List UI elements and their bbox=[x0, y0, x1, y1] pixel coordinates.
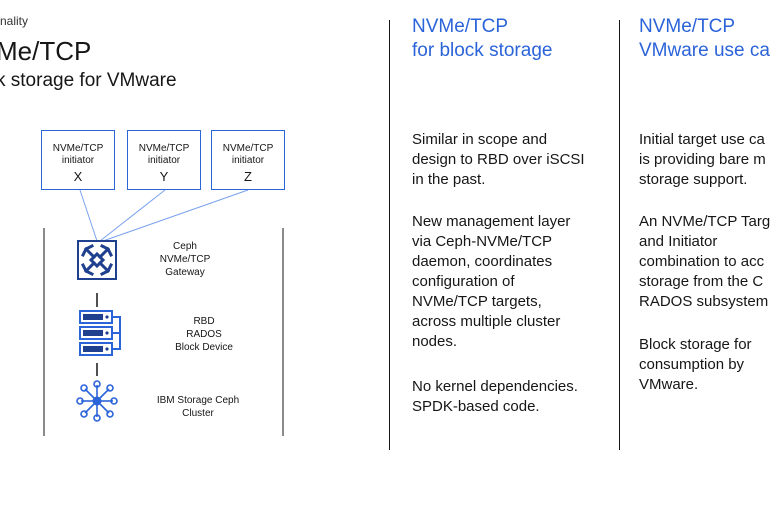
column-paragraph: Initial target use ca is providing bare … bbox=[639, 130, 766, 190]
paragraph-line: is providing bare m bbox=[639, 151, 766, 168]
page-title: Me/TCP bbox=[0, 36, 92, 66]
initiator-label: NVMe/TCP bbox=[222, 143, 274, 154]
gateway-label-line: NVMe/TCP bbox=[159, 254, 211, 265]
paragraph-line: SPDK-based code. bbox=[412, 398, 540, 415]
column-heading-line: for block storage bbox=[412, 40, 553, 61]
rbd-label-line: RADOS bbox=[186, 329, 222, 340]
paragraph-line: RADOS subsystem bbox=[639, 293, 769, 310]
diagram-connectors bbox=[43, 189, 284, 436]
column-heading-line: NVMe/TCP bbox=[639, 16, 736, 37]
paragraph-line: An NVMe/TCP Targ bbox=[639, 213, 771, 230]
initiator-label: NVMe/TCP bbox=[138, 143, 190, 154]
paragraph-line: and Initiator bbox=[639, 233, 718, 250]
gateway-label-line: Ceph bbox=[173, 241, 197, 252]
cluster-label: IBM Storage Ceph Cluster bbox=[148, 394, 248, 420]
cluster-label-line: IBM Storage Ceph bbox=[156, 395, 240, 406]
server-stack-icon bbox=[79, 310, 121, 356]
paragraph-line: consumption by bbox=[639, 356, 745, 373]
initiator-label: NVMe/TCP bbox=[52, 143, 104, 154]
rbd-label: RBD RADOS Block Device bbox=[160, 315, 248, 354]
initiator-letter: Z bbox=[244, 169, 252, 184]
column-heading-line: VMware use ca bbox=[639, 40, 770, 61]
initiator-box-y: NVMe/TCP initiator Y bbox=[127, 130, 201, 190]
paragraph-line: No kernel dependencies. bbox=[412, 378, 578, 395]
cluster-label-line: Cluster bbox=[182, 408, 214, 419]
column-divider bbox=[619, 20, 620, 450]
gateway-label-line: Gateway bbox=[165, 267, 205, 278]
column-paragraph: An NVMe/TCP Targ and Initiator combinati… bbox=[639, 212, 770, 312]
paragraph-line: combination to acc bbox=[639, 253, 765, 270]
column-paragraph: Similar in scope and design to RBD over … bbox=[412, 130, 585, 190]
page-subtitle: k storage for VMware bbox=[0, 70, 177, 91]
column-heading-line: NVMe/TCP bbox=[412, 16, 509, 37]
initiator-box-z: NVMe/TCP initiator Z bbox=[211, 130, 285, 190]
column-divider bbox=[389, 20, 390, 450]
paragraph-line: Initial target use ca bbox=[639, 131, 765, 148]
column-heading-vmware-use-case: NVMe/TCP VMware use ca bbox=[639, 15, 770, 63]
paragraph-line: daemon, coordinates bbox=[412, 253, 553, 270]
column-heading-block-storage: NVMe/TCP for block storage bbox=[412, 15, 552, 63]
initiator-label: initiator bbox=[231, 155, 265, 166]
paragraph-line: across multiple cluster bbox=[412, 313, 561, 330]
paragraph-line: storage from the C bbox=[639, 273, 764, 290]
column-paragraph: No kernel dependencies. SPDK-based code. bbox=[412, 377, 578, 417]
gateway-icon bbox=[77, 240, 117, 280]
paragraph-line: Similar in scope and bbox=[412, 131, 548, 148]
paragraph-line: VMware. bbox=[639, 376, 699, 393]
rbd-label-line: RBD bbox=[193, 316, 215, 327]
network-hub-icon bbox=[76, 380, 118, 422]
initiator-box-x: NVMe/TCP initiator X bbox=[41, 130, 115, 190]
initiator-letter: Y bbox=[159, 169, 169, 184]
column-paragraph: Block storage for consumption by VMware. bbox=[639, 335, 752, 395]
column-paragraph: New management layer via Ceph-NVMe/TCP d… bbox=[412, 212, 570, 352]
initiator-letter: X bbox=[73, 169, 83, 184]
initiator-label: initiator bbox=[61, 155, 95, 166]
section-kicker: nality bbox=[0, 14, 29, 28]
paragraph-line: via Ceph-NVMe/TCP bbox=[412, 233, 553, 250]
paragraph-line: in the past. bbox=[412, 171, 486, 188]
paragraph-line: NVMe/TCP targets, bbox=[412, 293, 542, 310]
initiator-label: initiator bbox=[147, 155, 181, 166]
paragraph-line: New management layer bbox=[412, 213, 571, 230]
rbd-label-line: Block Device bbox=[175, 342, 233, 353]
paragraph-line: storage support. bbox=[639, 171, 748, 188]
gateway-label: Ceph NVMe/TCP Gateway bbox=[150, 240, 220, 279]
paragraph-line: configuration of bbox=[412, 273, 515, 290]
paragraph-line: Block storage for bbox=[639, 336, 752, 353]
paragraph-line: nodes. bbox=[412, 333, 458, 350]
paragraph-line: design to RBD over iSCSI bbox=[412, 151, 585, 168]
